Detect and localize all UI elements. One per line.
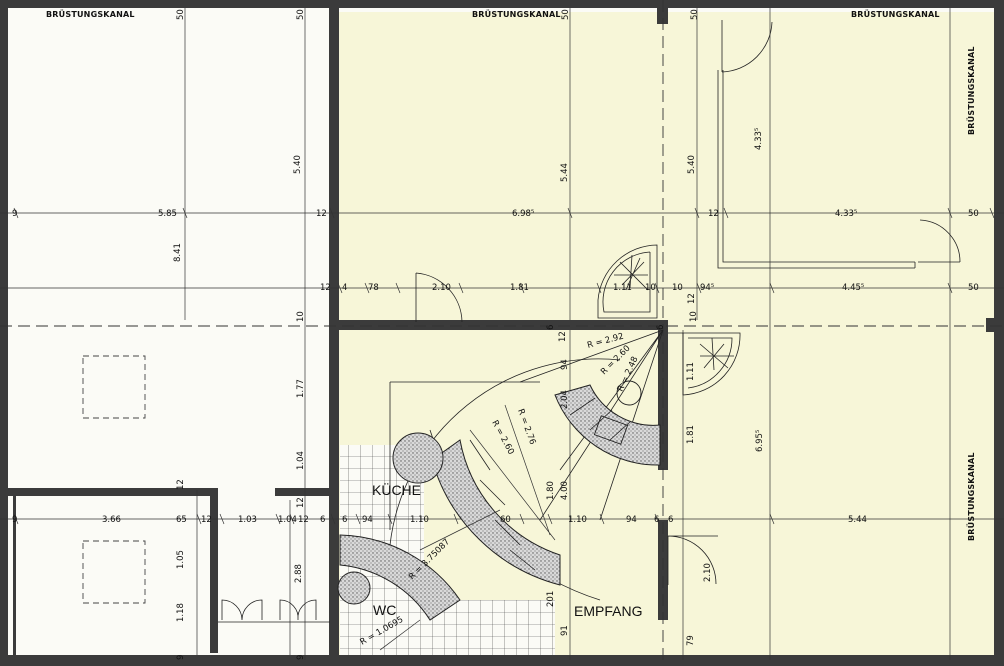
dimension-label: 60 — [500, 515, 511, 525]
dimension-label: 6.98⁵ — [512, 209, 534, 219]
dimension-label: 4.33⁵ — [754, 128, 764, 150]
dimension-label: 1.77 — [296, 379, 306, 398]
dimension-label: 201 — [546, 591, 556, 607]
dimension-label: 8.41 — [173, 243, 183, 262]
dimension-labels: 50 50 50 50 9 5.85 12 6.98⁵ 12 4.33⁵ 50 12 4 78 2.10 1.… — [12, 9, 979, 660]
dimension-label: 12 — [708, 209, 719, 219]
dimension-label: 9 — [12, 515, 17, 525]
dimension-label: 1.03 — [238, 515, 257, 525]
dimension-label: 1.80 — [546, 481, 556, 500]
dimension-label: 78 — [368, 283, 379, 293]
dimension-label: 79 — [686, 635, 696, 646]
header-label-left: BRÜSTUNGSKANAL — [46, 9, 135, 19]
room-label-reception: EMPFANG — [574, 603, 642, 619]
dimension-label: 65 — [176, 515, 187, 525]
dimension-label: 91 — [560, 625, 570, 636]
dimension-label: 12 — [201, 515, 212, 525]
dimension-label: 2.88 — [294, 564, 304, 583]
dimension-label: 5.44 — [560, 163, 570, 182]
plant-quarter-upper — [597, 244, 658, 319]
header-label-middle: BRÜSTUNGSKANAL — [472, 9, 561, 19]
dimension-label: 9 — [176, 655, 186, 660]
dimension-label: 1.10 — [410, 515, 429, 525]
dimension-label: 12 — [316, 209, 327, 219]
dimension-label: 50 — [561, 9, 571, 20]
dimension-label: 1.18 — [176, 603, 186, 622]
dimension-label: 1.04 — [296, 451, 306, 470]
dimension-label: 5.44 — [848, 515, 867, 525]
ceiling-markers — [82, 355, 146, 604]
dimension-label: 6.95⁵ — [755, 430, 765, 452]
dimension-label: 4.33⁵ — [835, 209, 857, 219]
dimension-label: 5.85 — [158, 209, 177, 219]
dimension-label: 12 — [320, 283, 331, 293]
dimension-label: 4.00 — [560, 481, 570, 500]
dimension-label: 1.05 — [176, 550, 186, 569]
dimension-label: 1.10 — [568, 515, 587, 525]
dimension-label: 4 — [342, 283, 347, 293]
dimension-label: 94 — [362, 515, 373, 525]
dimension-label: 2.10 — [703, 563, 713, 582]
dimension-label: 94 — [560, 359, 570, 370]
dimension-label: 12 — [176, 479, 186, 490]
dimension-label: 3.66 — [102, 515, 121, 525]
dimension-label: 12 — [558, 331, 568, 342]
dimension-label: 50 — [968, 283, 979, 293]
dimension-label: 1.81 — [510, 283, 529, 293]
dimension-label: 94 — [626, 515, 637, 525]
dimension-label: 50 — [690, 9, 700, 20]
paper-tint — [338, 12, 1002, 657]
dimension-label: 5.40 — [293, 155, 303, 174]
dimension-label: 10 — [672, 283, 683, 293]
dimension-label: 6 — [320, 515, 325, 525]
dimension-label: 5.40 — [687, 155, 697, 174]
dimension-label: 12 — [296, 497, 306, 508]
dimension-label: 1.81 — [686, 425, 696, 444]
dimension-label: 4.45⁵ — [842, 283, 864, 293]
spiral-stair — [337, 329, 664, 651]
dimension-label: 6 — [668, 515, 673, 525]
dimension-label: 6 — [654, 515, 659, 525]
dimension-label: 9 — [12, 209, 17, 219]
dimension-label: 2.10 — [432, 283, 451, 293]
dimension-label: 9 — [296, 655, 306, 660]
plant-quarter-lower — [668, 332, 741, 396]
side-label-lower: BRÜSTUNGSKANAL — [966, 452, 976, 541]
dimension-label: 1.11 — [613, 283, 632, 293]
dimension-label: 10 — [645, 283, 656, 293]
dimension-label: 50 — [968, 209, 979, 219]
dimension-label: 6 — [342, 515, 347, 525]
header-label-right: BRÜSTUNGSKANAL — [851, 9, 940, 19]
room-label-wc: WC — [373, 602, 396, 618]
side-label-upper: BRÜSTUNGSKANAL — [966, 46, 976, 135]
dimension-label: 12 — [298, 515, 309, 525]
wc-tiles — [340, 600, 555, 660]
dimension-label: 10 — [296, 311, 306, 322]
dimension-label: 12 — [687, 293, 697, 304]
room-label-kitchen: KÜCHE — [372, 481, 421, 498]
dimension-lines — [0, 8, 1004, 660]
dimension-label: 94⁵ — [700, 283, 714, 293]
dimension-label: 6 — [546, 325, 556, 330]
dimension-label: 6 — [656, 325, 666, 330]
dimension-label: 1.04 — [278, 515, 297, 525]
dimension-label: 2.04 — [560, 390, 570, 409]
doors — [218, 20, 961, 623]
dimension-label: 50 — [176, 9, 186, 20]
dimension-label: 1.11 — [686, 362, 696, 381]
dimension-label: 50 — [296, 9, 306, 20]
dimension-label: 10 — [689, 311, 699, 322]
